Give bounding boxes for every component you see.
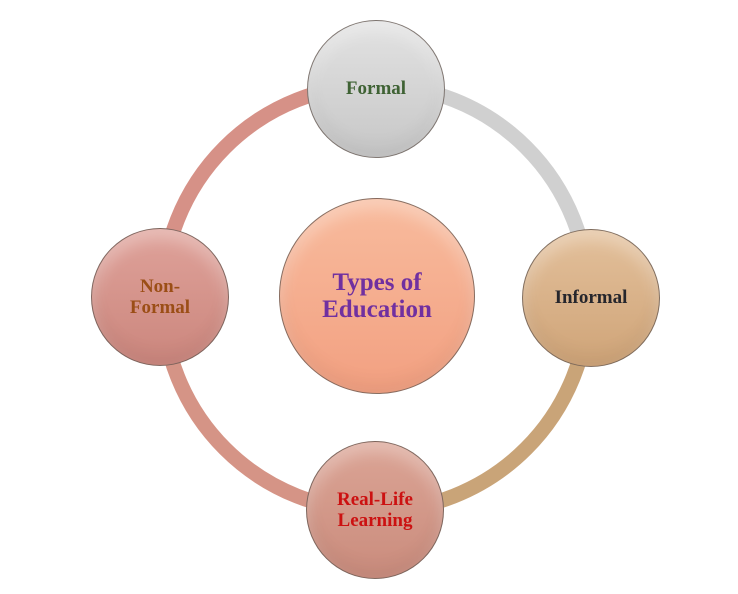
node-formal: Formal — [307, 20, 445, 158]
node-real-life-learning-label: Real-Life Learning — [337, 488, 413, 531]
node-informal-label: Informal — [554, 287, 628, 309]
center-node-label: Types of Education — [322, 269, 432, 323]
node-non-formal: Non- Formal — [91, 228, 229, 366]
center-node: Types of Education — [279, 198, 475, 394]
node-informal: Informal — [522, 229, 660, 367]
node-non-formal-label: Non- Formal — [129, 275, 191, 318]
node-real-life-learning: Real-Life Learning — [306, 441, 444, 579]
node-formal-label: Formal — [345, 78, 407, 100]
